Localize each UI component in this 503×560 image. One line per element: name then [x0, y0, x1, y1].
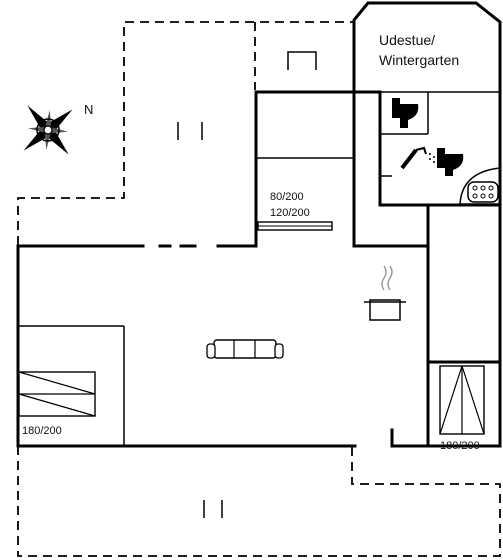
compass-north-label: N — [84, 102, 93, 117]
bed-icon — [257, 221, 333, 231]
sofa-icon — [206, 339, 284, 359]
cooking-pot-icon — [364, 265, 406, 321]
upper-terrace-marker — [177, 122, 203, 140]
sunroom-outline — [352, 1, 502, 207]
shower-icon — [400, 146, 435, 170]
right-bed-label: 180/200 — [440, 440, 480, 452]
lower-terrace-marker — [203, 500, 223, 518]
whirlpool-icon — [459, 167, 501, 205]
left-bed-label: 180/200 — [22, 425, 62, 437]
small-room-bed-label-2: 120/200 — [270, 207, 310, 219]
fireplace-icon — [287, 51, 317, 70]
lower-terrace-outline — [17, 446, 501, 557]
bed-icon — [18, 371, 96, 417]
main-walls — [16, 90, 502, 448]
small-room-bed-label-1: 80/200 — [270, 191, 304, 203]
compass-rose-icon — [23, 105, 73, 155]
sunroom-label-line1: Udestue/ — [379, 32, 435, 48]
bed-icon — [439, 365, 485, 435]
toilet-icon — [392, 98, 419, 128]
sunroom-label-line2: Wintergarten — [379, 52, 459, 68]
toilet-icon — [437, 148, 464, 176]
